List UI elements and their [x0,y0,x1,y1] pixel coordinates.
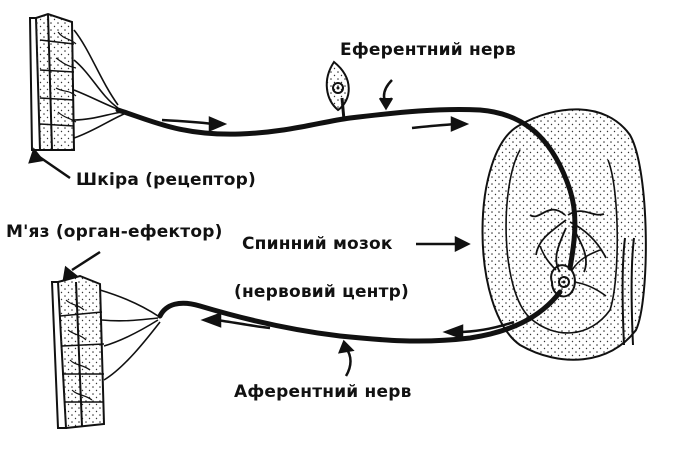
upper-arrow-1 [161,118,215,126]
spinal-cord-illustration [481,108,647,361]
afferent-leader [344,347,352,377]
spinal-cord-label: Спинний мозок [242,234,393,254]
nerve-center-label: (нервовий центр) [234,282,410,302]
muscle-leader [71,250,101,272]
upper-arrow-1-head [208,116,228,132]
lower-arrow-1-head [442,324,464,340]
interneuron-branches [529,208,607,273]
direction-arrows [161,116,515,340]
upper-nerve-fiber [115,106,578,271]
efferent-nerve-label: Еферентний нерв [340,40,516,60]
leader-arrows [28,79,471,377]
lower-nerve-fiber [157,289,563,344]
skin-receptor-illustration [28,12,125,151]
ganglion-neuron [325,60,350,121]
upper-arrow-2 [411,122,457,130]
upper-arrow-2-head [450,116,470,132]
skin-receptor-label: Шкіра (рецептор) [76,170,256,190]
lower-arrow-2-head [200,312,222,328]
muscle-effector-label: М'яз (орган-ефектор) [6,222,223,242]
afferent-nerve-label: Аферентний нерв [234,382,412,402]
motor-neuron [539,245,607,298]
muscle-effector-illustration [50,274,161,429]
